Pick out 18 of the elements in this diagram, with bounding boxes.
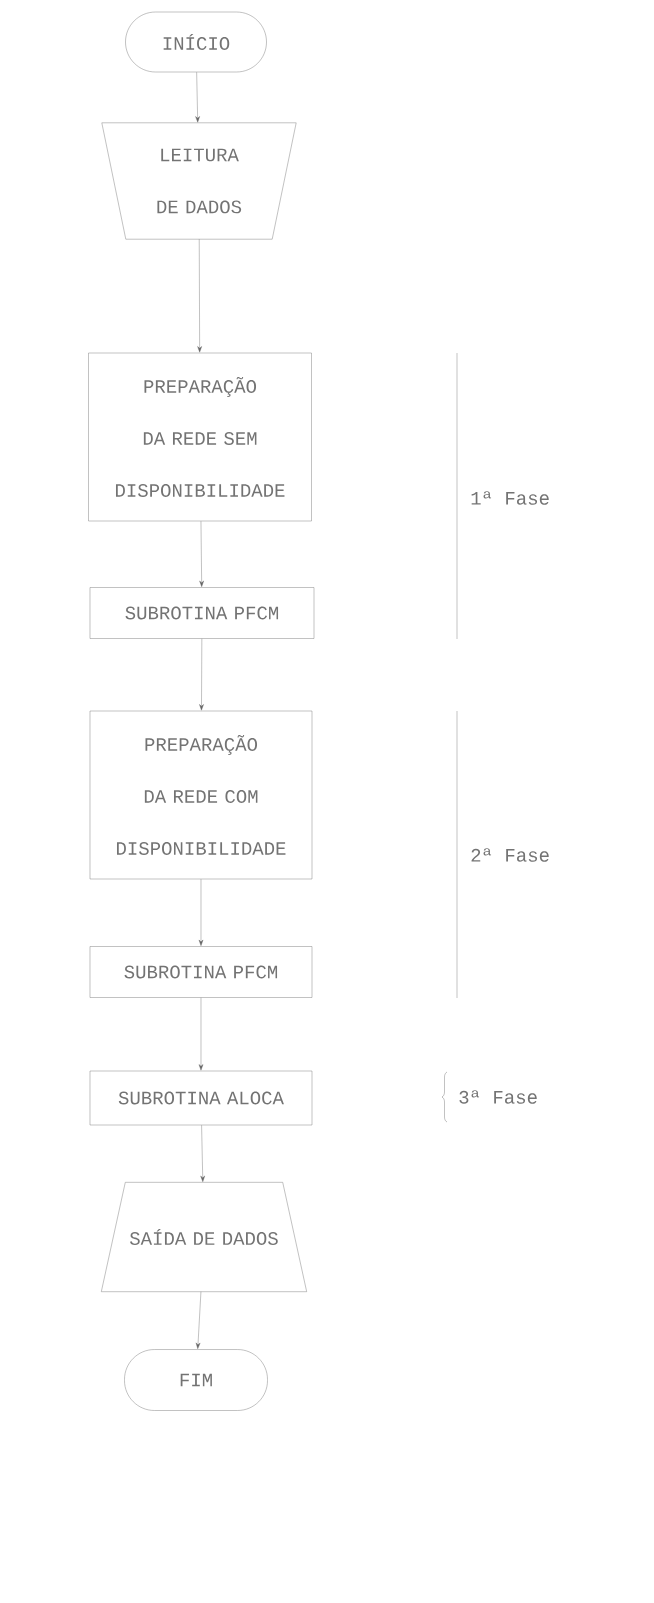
input-trapezoid: LEITURA DE DADOS: [101, 122, 297, 240]
arrow: [195, 1291, 202, 1349]
arrow: [198, 879, 204, 946]
arrow: [198, 997, 204, 1071]
arrow: [199, 638, 204, 711]
phase-label: 3ª Fase: [459, 1090, 537, 1104]
arrow: [197, 239, 202, 353]
arrow: [199, 521, 204, 587]
process-box: SUBROTINA ALOCA: [89, 1070, 313, 1126]
arrow: [195, 72, 200, 123]
process-box: PREPARAÇÃO DA REDE SEM DISPONIBILIDADE: [88, 352, 312, 522]
phase-label: 2ª Fase: [471, 848, 549, 862]
output-trapezoid: SAÍDA DE DADOS: [101, 1182, 307, 1292]
process-box: PREPARAÇÃO DA REDE COM DISPONIBILIDADE: [89, 710, 313, 880]
phase-label: 1ª Fase: [471, 491, 549, 505]
process-box: SUBROTINA PFCM: [89, 587, 315, 639]
process-box: SUBROTINA PFCM: [89, 946, 313, 998]
arrow: [200, 1125, 205, 1182]
